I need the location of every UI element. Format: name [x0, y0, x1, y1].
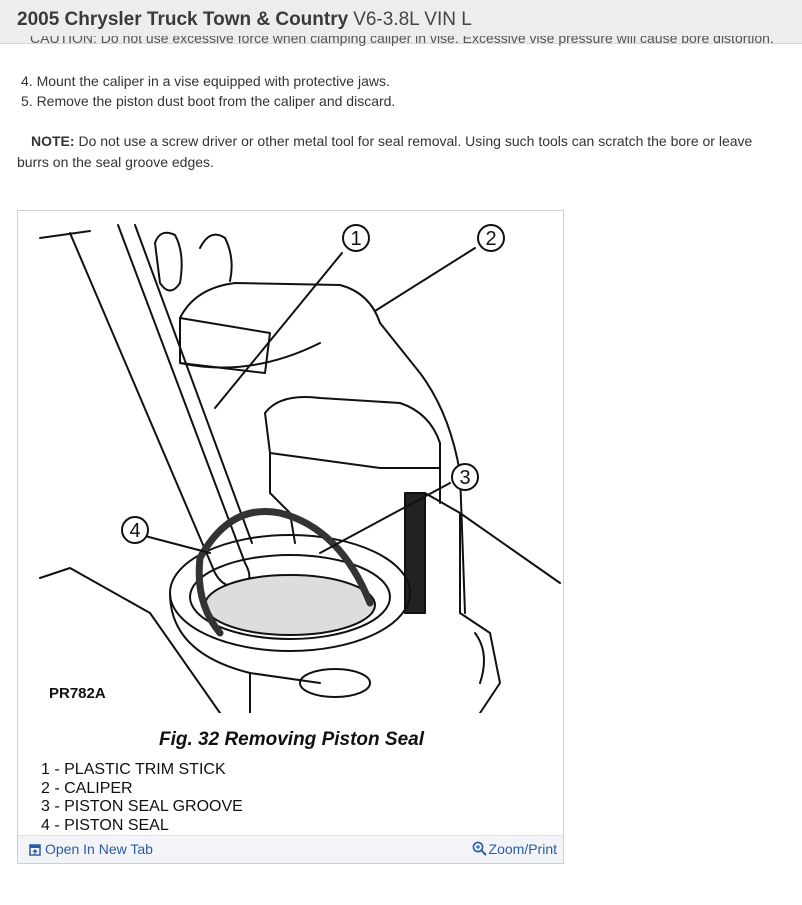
- open-in-new-tab-label: Open In New Tab: [45, 841, 153, 857]
- caliper-illustration[interactable]: 1 2 3 4: [20, 213, 561, 713]
- step-5: 5. Remove the piston dust boot from the …: [21, 93, 396, 109]
- zoom-icon: [472, 841, 487, 856]
- callout-3: 3: [451, 463, 479, 491]
- callout-4: 4: [121, 516, 149, 544]
- figure-panel: 1 2 3 4 PR782A Fig. 32 Removing Piston S…: [17, 210, 564, 864]
- callout-1: 1: [342, 224, 370, 252]
- svg-text:2: 2: [485, 228, 496, 250]
- open-in-new-tab-link[interactable]: Open In New Tab: [29, 841, 153, 857]
- procedure-steps: 4. Mount the caliper in a vise equipped …: [21, 71, 395, 111]
- step-4: 4. Mount the caliper in a vise equipped …: [21, 73, 390, 89]
- svg-text:3: 3: [459, 467, 470, 489]
- page-subtitle: V6-3.8L VIN L: [353, 9, 472, 30]
- legend-item-1: 1 - PLASTIC TRIM STICK: [41, 761, 226, 778]
- caution-text-clipped: CAUTION: Do not use excessive force when…: [30, 36, 774, 46]
- note-paragraph: NOTE: Do not use a screw driver or other…: [17, 131, 777, 173]
- page-title: 2005 Chrysler Truck Town & Country: [17, 9, 349, 30]
- note-text: Do not use a screw driver or other metal…: [17, 133, 753, 170]
- note-label: NOTE:: [31, 133, 75, 149]
- zoom-print-link[interactable]: Zoom/Print: [472, 841, 557, 857]
- svg-text:4: 4: [129, 520, 140, 542]
- zoom-print-label: Zoom/Print: [488, 841, 557, 857]
- legend-item-2: 2 - CALIPER: [41, 779, 133, 797]
- svg-text:1: 1: [350, 228, 361, 250]
- figure-caption: Fig. 32 Removing Piston Seal: [158, 729, 424, 750]
- legend-item-3: 3 - PISTON SEAL GROOVE: [41, 798, 243, 815]
- figure-legend: 1 - PLASTIC TRIM STICK 2 - CALIPER 3 - P…: [41, 761, 243, 835]
- callout-2: 2: [477, 224, 505, 252]
- figure-footer: Open In New Tab Zoom/Print: [18, 835, 563, 863]
- legend-item-4: 4 - PISTON SEAL: [41, 816, 169, 834]
- open-tab-icon: [29, 844, 41, 856]
- figure-code: PR782A: [49, 685, 106, 702]
